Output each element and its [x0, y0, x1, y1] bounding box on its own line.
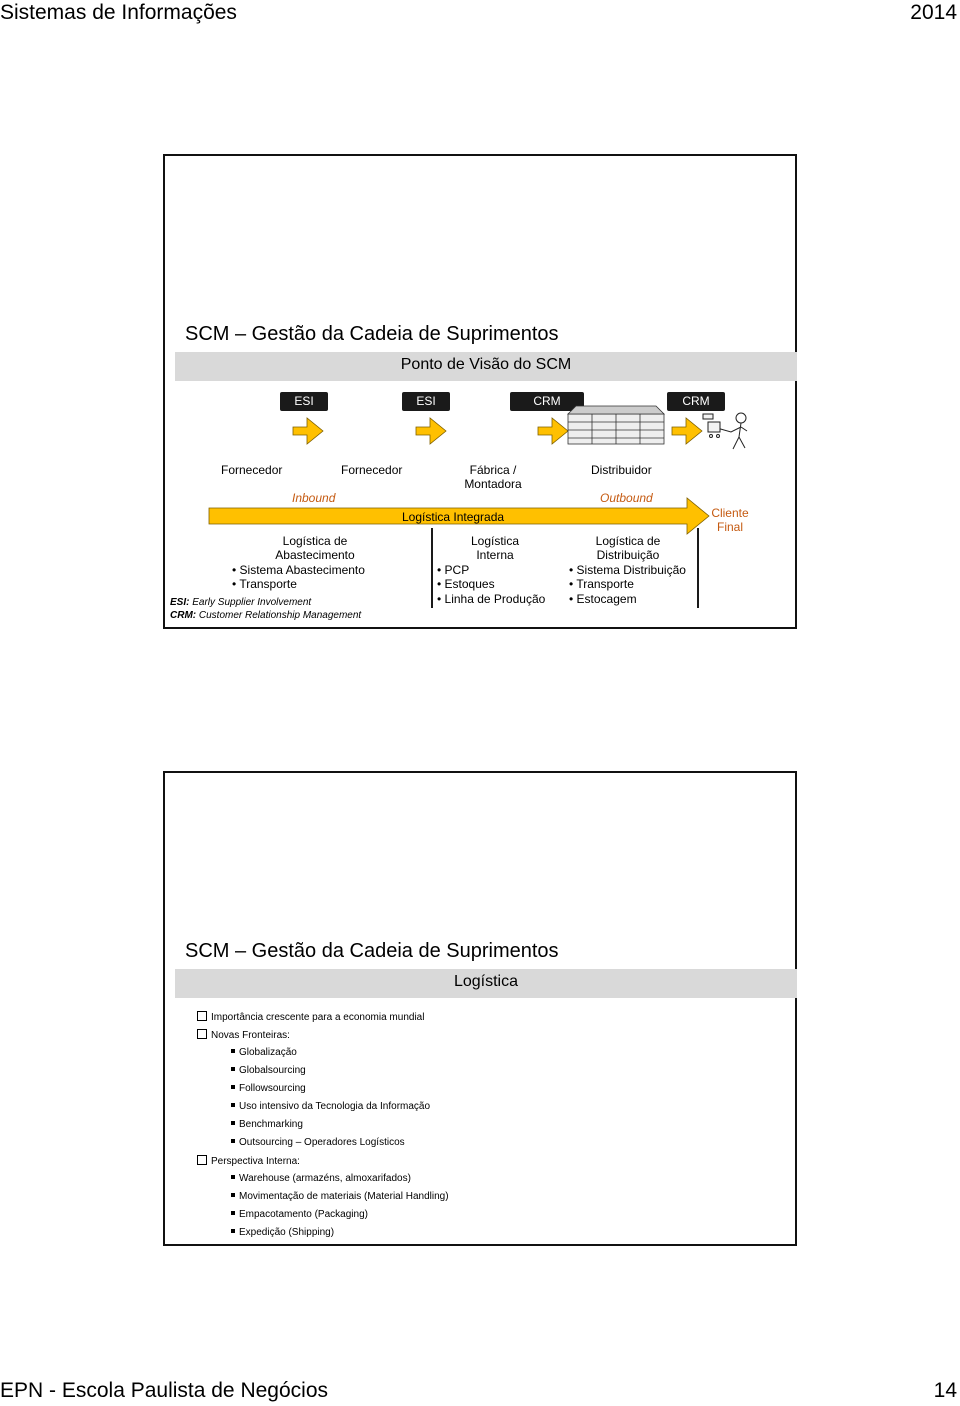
slide-2: SCM – Gestão da Cadeia de Suprimentos Lo… — [163, 771, 797, 1246]
separator — [697, 528, 699, 608]
list-item: Expedição (Shipping) — [231, 1227, 334, 1238]
col1-item: • Transporte — [232, 577, 297, 591]
inbound-label: Inbound — [292, 491, 336, 505]
cliente-final: Cliente Final — [711, 506, 749, 534]
checkbox-bullet-icon — [197, 1011, 207, 1021]
square-bullet-icon — [231, 1121, 235, 1125]
list-item: Warehouse (armazéns, almoxarifados) — [231, 1173, 411, 1184]
slide-title: SCM – Gestão da Cadeia de Suprimentos — [185, 323, 559, 345]
list-item: Novas Fronteiras: — [197, 1029, 290, 1041]
col2-item: • Estoques — [437, 577, 495, 591]
esi-box-1: ESI — [280, 392, 328, 411]
col2-title: Logística Interna — [470, 534, 520, 562]
crm-legend: CRM: Customer Relationship Management — [170, 610, 362, 621]
slide-subtitle: Ponto de Visão do SCM — [400, 356, 572, 373]
footer-left: EPN - Escola Paulista de Negócios — [0, 1379, 328, 1402]
subtitle-bar: Ponto de Visão do SCM — [175, 352, 797, 381]
crm-box-1: CRM — [510, 392, 584, 411]
fornecedor-1: Fornecedor — [221, 463, 283, 477]
fabrica-montadora: Fábrica / Montadora — [464, 463, 522, 491]
square-bullet-icon — [231, 1067, 235, 1071]
logistica-integrada-label: Logística Integrada — [402, 510, 505, 524]
crm-box-2: CRM — [667, 392, 725, 411]
outbound-label: Outbound — [600, 491, 653, 505]
header-right: 2014 — [910, 1, 957, 24]
col1-title: Logística de Abastecimento — [275, 534, 355, 562]
list-item: Outsourcing – Operadores Logísticos — [231, 1137, 405, 1148]
list-item: Movimentação de materiais (Material Hand… — [231, 1191, 449, 1202]
esi-legend: ESI: Early Supplier Involvement — [170, 597, 312, 608]
list-item: Followsourcing — [231, 1083, 306, 1094]
logistica-integrada-arrow — [208, 497, 710, 535]
checkbox-bullet-icon — [197, 1155, 207, 1165]
col2-item: • PCP — [437, 563, 470, 577]
warehouse-icon — [567, 405, 665, 445]
slide-subtitle: Logística — [453, 973, 519, 990]
fornecedor-2: Fornecedor — [341, 463, 403, 477]
distribuidor: Distribuidor — [591, 463, 652, 477]
right-arrow-icon — [415, 417, 447, 445]
footer-right: 14 — [933, 1379, 957, 1402]
esi-box-2: ESI — [402, 392, 450, 411]
square-bullet-icon — [231, 1103, 235, 1107]
checkbox-bullet-icon — [197, 1029, 207, 1039]
square-bullet-icon — [231, 1211, 235, 1215]
list-item: Importância crescente para a economia mu… — [197, 1011, 424, 1023]
col3-item: • Sistema Distribuição — [569, 563, 686, 577]
right-arrow-icon — [537, 417, 569, 445]
square-bullet-icon — [231, 1085, 235, 1089]
list-item: Benchmarking — [231, 1119, 303, 1130]
col3-item: • Estocagem — [569, 592, 637, 606]
flow-graphics — [208, 405, 748, 535]
square-bullet-icon — [231, 1139, 235, 1143]
square-bullet-icon — [231, 1175, 235, 1179]
list-item: Uso intensivo da Tecnologia da Informaçã… — [231, 1101, 430, 1112]
col3-title: Logística de Distribuição — [595, 534, 661, 562]
separator — [431, 528, 433, 608]
square-bullet-icon — [231, 1193, 235, 1197]
list-item: Perspectiva Interna: — [197, 1155, 300, 1167]
slide-title: SCM – Gestão da Cadeia de Suprimentos — [185, 940, 559, 962]
header-left: Sistemas de Informações — [0, 1, 237, 24]
right-arrow-icon — [671, 417, 703, 445]
col1-item: • Sistema Abastecimento — [232, 563, 365, 577]
slide-1: SCM – Gestão da Cadeia de Suprimentos Po… — [163, 154, 797, 629]
customer-icon — [702, 412, 748, 450]
col3-item: • Transporte — [569, 577, 634, 591]
list-item: Empacotamento (Packaging) — [231, 1209, 368, 1220]
list-item: Globalização — [231, 1047, 297, 1058]
square-bullet-icon — [231, 1049, 235, 1053]
subtitle-bar: Logística — [175, 969, 797, 998]
col2-item: • Linha de Produção — [437, 592, 546, 606]
right-arrow-icon — [292, 417, 324, 445]
list-item: Globalsourcing — [231, 1065, 306, 1076]
square-bullet-icon — [231, 1229, 235, 1233]
